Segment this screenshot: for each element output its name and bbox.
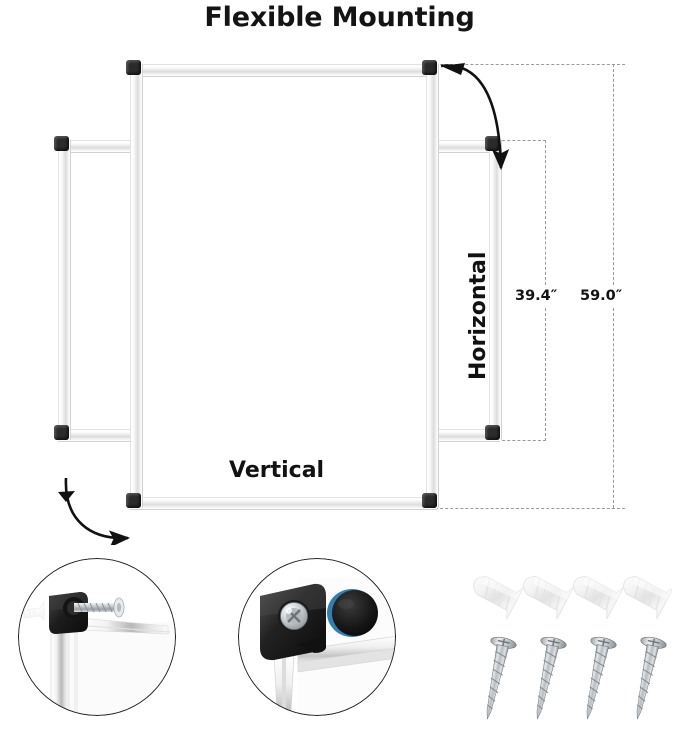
mounting-diagram: 39.4″ 59.0″ Horizontal Vertical [0,50,679,545]
page-title: Flexible Mounting [204,2,475,33]
corner-bracket-horizontal-top-right [485,136,500,151]
corner-bracket-vertical-bottom-right [422,493,437,508]
vertical-board-surface [134,68,433,504]
corner-bracket-vertical-top-right [422,60,437,75]
horizontal-board-rail-left [58,140,71,440]
guide-line-bottom [430,508,625,509]
dimension-label-long: 59.0″ [578,286,625,306]
guide-line-top [430,64,625,65]
dimension-line-long [613,64,614,285]
horizontal-board-rail-right [489,140,502,440]
corner-bracket-horizontal-bottom-left [54,425,69,440]
rotation-arrow-top-right [440,63,510,171]
detail-corner-bracket-with-magnet [238,558,396,716]
guide-line-horizontal-top [497,140,546,141]
dimension-line-long-lower [613,308,614,508]
rotation-arrow-bottom-left [58,477,131,545]
dimension-label-short: 39.4″ [513,286,560,306]
dimension-line-short-lower [545,308,546,441]
vertical-board-rail-bottom [130,497,437,510]
corner-bracket-vertical-top-left [126,60,141,75]
wall-anchors [462,552,674,643]
orientation-label-vertical: Vertical [229,458,325,483]
detail-corner-bracket-with-screw [18,558,176,716]
orientation-label-horizontal: Horizontal [466,251,491,380]
vertical-board-rail-left [130,64,143,508]
bottom-detail-row [0,548,679,732]
vertical-board-rail-right [426,64,439,508]
dimension-line-short [545,140,546,285]
corner-bracket-vertical-bottom-left [126,493,141,508]
mounting-screws [464,632,674,733]
guide-line-horizontal-bottom [497,440,546,441]
corner-bracket-horizontal-top-left [54,136,69,151]
corner-bracket-horizontal-bottom-right [485,425,500,440]
vertical-board-rail-top [130,64,437,77]
